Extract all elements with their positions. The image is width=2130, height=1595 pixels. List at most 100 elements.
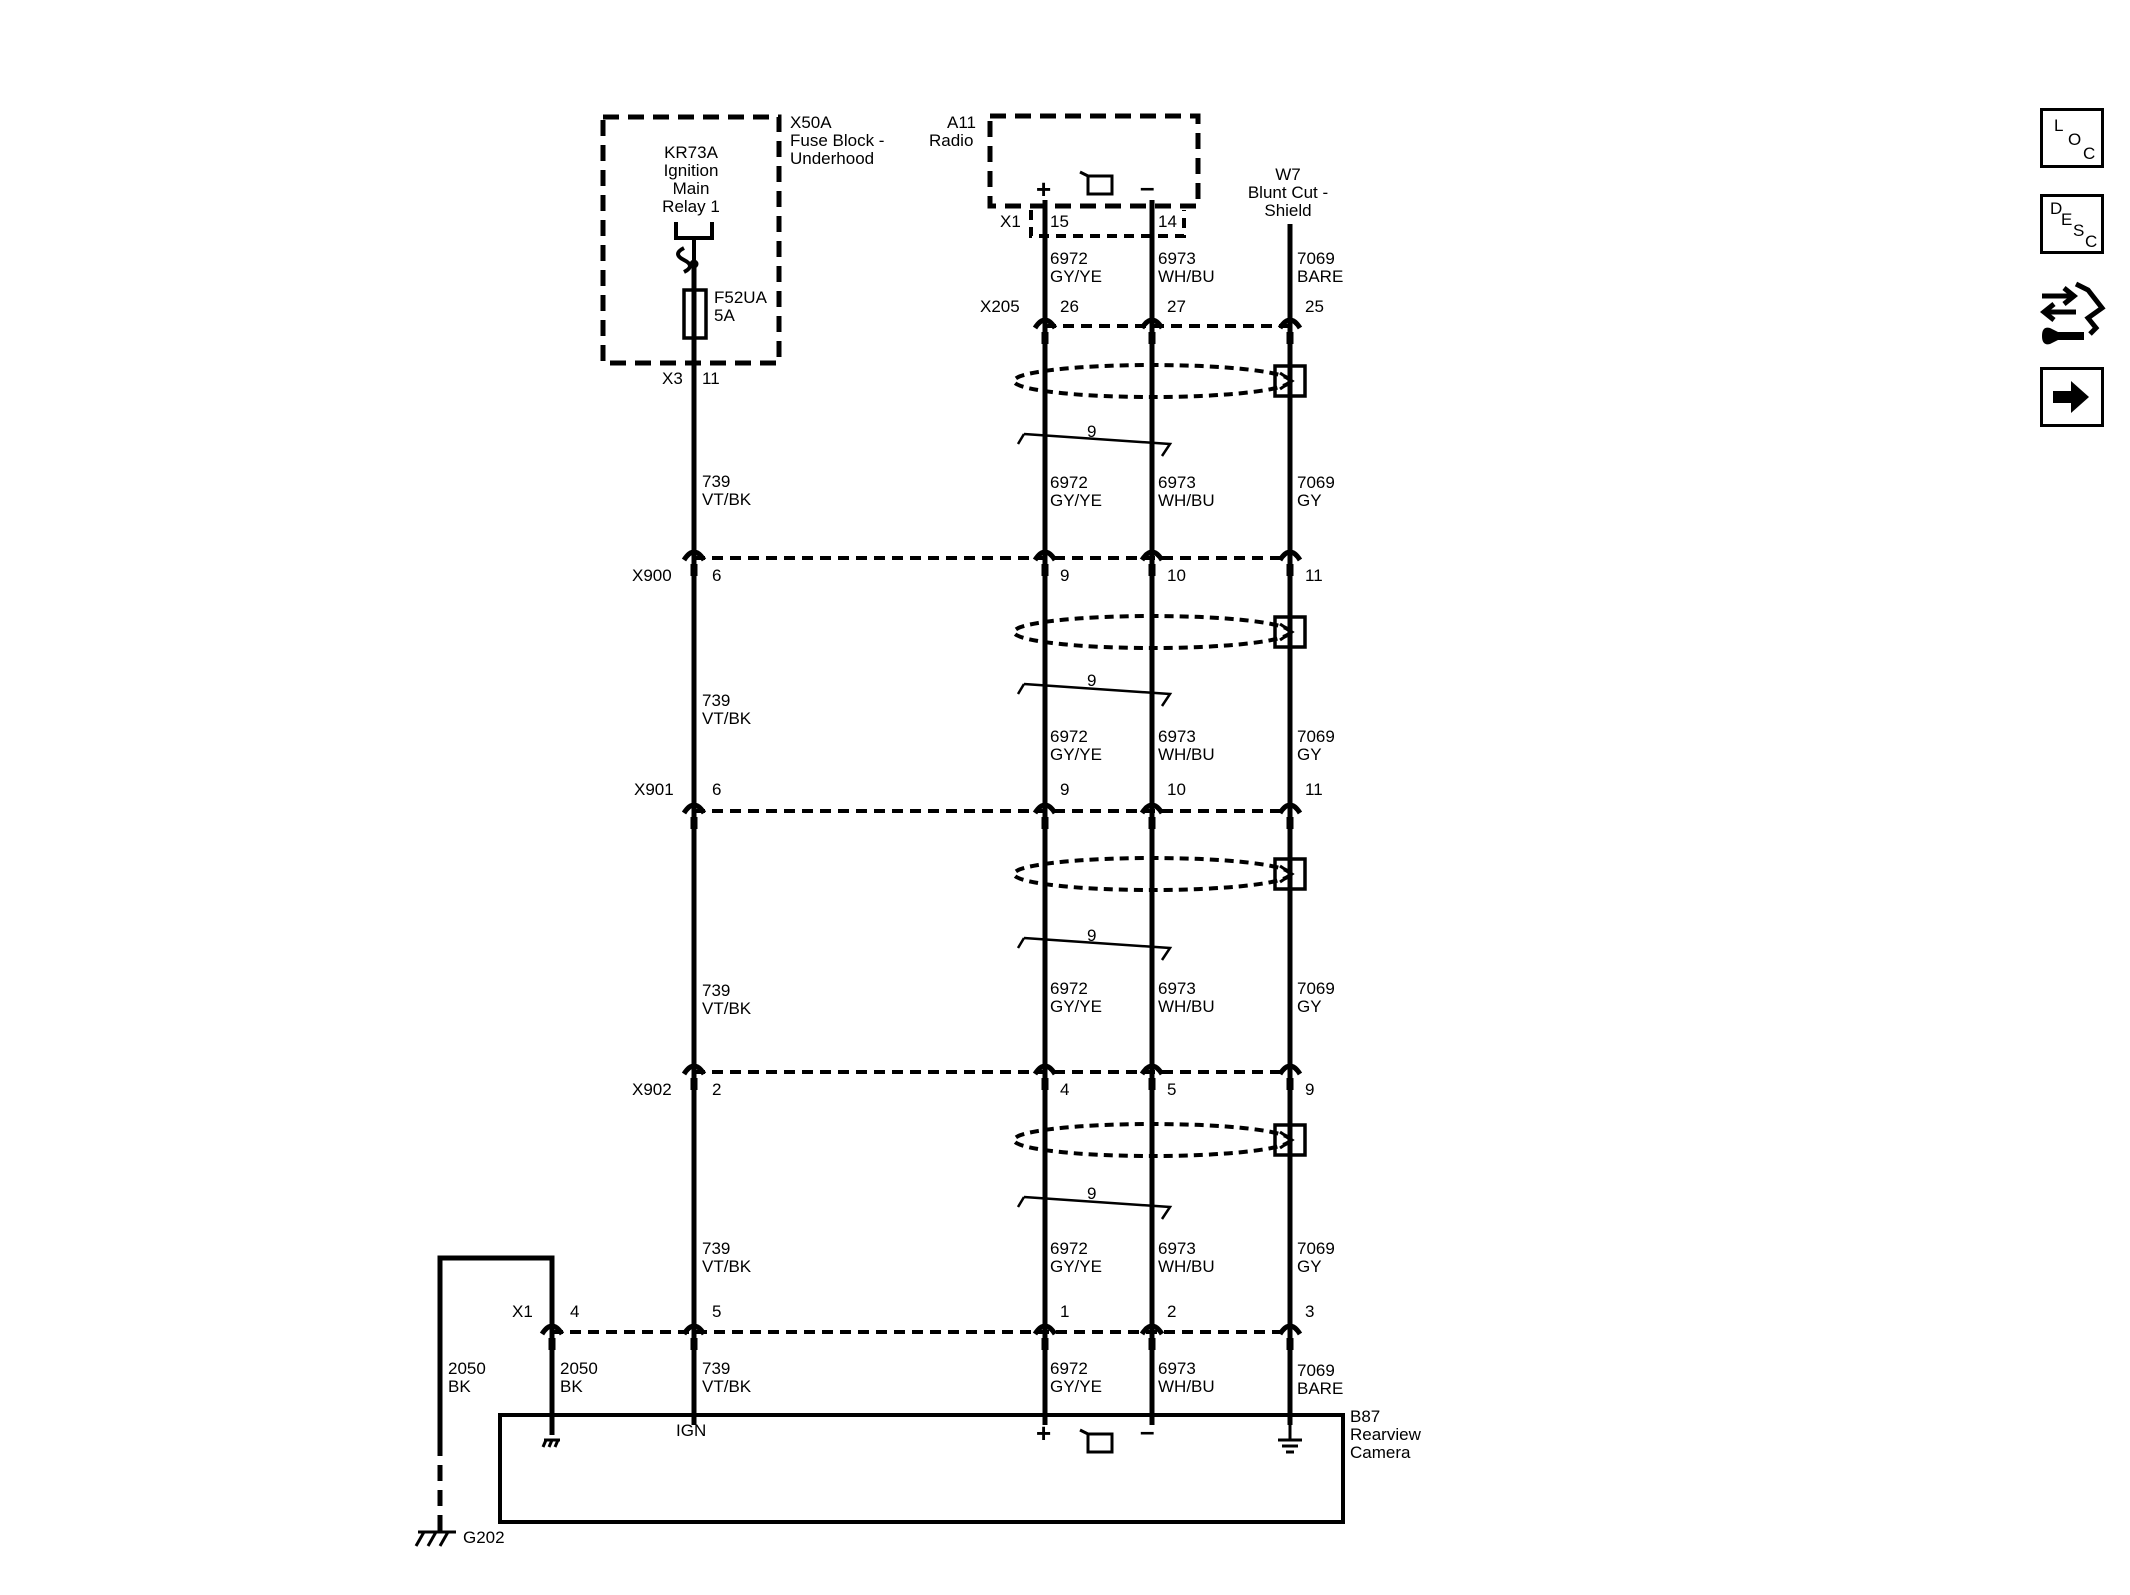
wire-circuit: 6972 [1050, 249, 1088, 268]
w7-label: Shield [1264, 201, 1311, 220]
connector-pin-stub [690, 564, 698, 576]
wire-circuit: 6973 [1158, 979, 1196, 998]
x902-pin: 5 [1167, 1080, 1176, 1099]
wire-circuit: 739 [702, 1359, 730, 1378]
radio-x1-pin-plus: 15 [1050, 212, 1069, 231]
wire-color: BK [560, 1377, 583, 1396]
x900-pin: 10 [1167, 566, 1186, 585]
wiring-schematic: X50A Fuse Block - Underhood KR73A Igniti… [414, 113, 1422, 1547]
x901-pin: 9 [1060, 780, 1069, 799]
connector-pin-stub [1148, 332, 1156, 344]
wire-color: WH/BU [1158, 745, 1215, 764]
radio-minus-symbol: – [1140, 172, 1154, 202]
connector-pin-stub [1148, 1338, 1156, 1350]
wire-color: BARE [1297, 267, 1343, 286]
wire-color: BK [448, 1377, 471, 1396]
wire-circuit: 739 [702, 472, 730, 491]
cam-x1-connector-name: X1 [512, 1302, 533, 1321]
connector-pin-cup [1139, 1323, 1165, 1336]
cam-x1-pin: 4 [570, 1302, 579, 1321]
connector-pin-cup [1277, 1323, 1303, 1336]
wire-circuit: 7069 [1297, 727, 1335, 746]
twisted-pair-mark [1016, 936, 1173, 961]
connector-pin-stub [1286, 1338, 1294, 1350]
wire-color: WH/BU [1158, 491, 1215, 510]
fuse-block-id: X50A [790, 113, 832, 132]
radio-x1-name: X1 [1000, 212, 1021, 231]
wire-circuit: 6972 [1050, 727, 1088, 746]
connector-pin-cup [1032, 1323, 1058, 1336]
wire-color: GY [1297, 1257, 1322, 1276]
relay-label: KR73A [664, 143, 719, 162]
radio-x1-connector [1029, 210, 1186, 238]
connector-pin-cup [1277, 1063, 1303, 1076]
cam-x1-pin: 2 [1167, 1302, 1176, 1321]
diagnostic-icon[interactable] [2036, 276, 2108, 346]
desc-icon[interactable]: D E S C [2040, 194, 2104, 254]
twist-count: 9 [1087, 671, 1096, 690]
loc-letter: C [2083, 144, 2096, 163]
wire-color: WH/BU [1158, 267, 1215, 286]
radio-outline [987, 113, 1201, 209]
connector-pin-cup [539, 1323, 565, 1336]
x902-pin: 9 [1305, 1080, 1314, 1099]
wire-color: WH/BU [1158, 1257, 1215, 1276]
connector-pin-cup [1032, 802, 1058, 815]
connector-pin-stub [1041, 817, 1049, 829]
wire-circuit: 739 [702, 1239, 730, 1258]
camera-label: Rearview [1350, 1425, 1422, 1444]
wire-color: WH/BU [1158, 997, 1215, 1016]
x901-pin: 10 [1167, 780, 1186, 799]
connector-pin-stub [1041, 1078, 1049, 1090]
wire-circuit: 7069 [1297, 249, 1335, 268]
w7-id: W7 [1275, 165, 1301, 184]
radio-plus-symbol: + [1036, 174, 1051, 204]
wire-color: VT/BK [702, 1257, 752, 1276]
connector-pin-stub [1041, 1338, 1049, 1350]
wire-circuit: 6972 [1050, 1239, 1088, 1258]
wire-color: GY/YE [1050, 267, 1102, 286]
wire-circuit: 7069 [1297, 1239, 1335, 1258]
camera-label: Camera [1350, 1443, 1411, 1462]
right-arrow-icon [2053, 381, 2089, 413]
x3-pin: 11 [702, 369, 720, 388]
relay-label: Relay 1 [662, 197, 720, 216]
camera-minus-symbol: – [1140, 1416, 1154, 1446]
cam-x1-pin: 1 [1060, 1302, 1069, 1321]
wire-color: GY [1297, 491, 1322, 510]
diagnostic-icon-graphic [2039, 281, 2106, 345]
connector-pin-cup [681, 1323, 707, 1336]
x900-connector-name: X900 [632, 566, 672, 585]
relay-label: Main [673, 179, 710, 198]
loc-icon[interactable]: L O C [2040, 108, 2104, 168]
connector-pin-stub [1041, 564, 1049, 576]
fuse-block-label: Fuse Block - [790, 131, 884, 150]
wire-circuit: 739 [702, 981, 730, 1000]
g202-label: G202 [463, 1528, 505, 1547]
wire-color: GY/YE [1050, 1257, 1102, 1276]
fuse-block-outline [600, 114, 782, 366]
x205-connector-name: X205 [980, 297, 1020, 316]
wire-circuit: 7069 [1297, 979, 1335, 998]
connector-pin-stub [690, 1338, 698, 1350]
shield-drain-box [1273, 615, 1307, 649]
wire-color: GY [1297, 745, 1322, 764]
x902-pin: 2 [712, 1080, 721, 1099]
shield-drain-box [1273, 857, 1307, 891]
x900-pin: 11 [1305, 566, 1323, 585]
wire-circuit: 6973 [1158, 1239, 1196, 1258]
wire-color: GY/YE [1050, 1377, 1102, 1396]
wire-color: VT/BK [702, 709, 752, 728]
connector-pin-cup [1277, 549, 1303, 562]
wire-color: GY/YE [1050, 745, 1102, 764]
wire-circuit: 6972 [1050, 979, 1088, 998]
fuse-name: F52UA [714, 288, 768, 307]
next-arrow-icon[interactable] [2040, 367, 2104, 427]
wire-color: VT/BK [702, 490, 752, 509]
twist-count: 9 [1087, 926, 1096, 945]
desc-letter: S [2073, 221, 2085, 240]
fuse-block-label: Underhood [790, 149, 874, 168]
wire-circuit: 6973 [1158, 473, 1196, 492]
x902-pin: 4 [1060, 1080, 1069, 1099]
